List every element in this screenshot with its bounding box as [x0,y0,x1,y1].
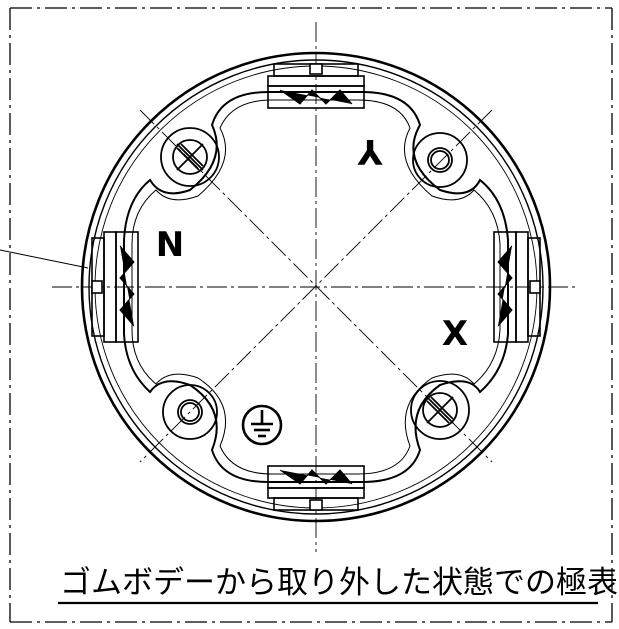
terminal-right [493,231,541,343]
terminal-top [267,63,365,109]
ground-icon [241,404,283,446]
drawing-frame [9,7,613,623]
marker-y: Y [357,131,383,171]
marker-x: X [442,314,468,354]
marker-n: N [156,225,184,265]
screw-bottom-left [162,384,218,440]
terminal-left [91,231,139,343]
inner-contour [123,91,509,483]
screw-top-right [412,132,468,188]
terminal-bottom [267,465,365,511]
screw-top-left [160,127,220,187]
caption-text: ゴムボデーから取り外した状態での極表示 [60,565,619,601]
screw-bottom-right [410,380,470,440]
leader-line [0,249,89,269]
